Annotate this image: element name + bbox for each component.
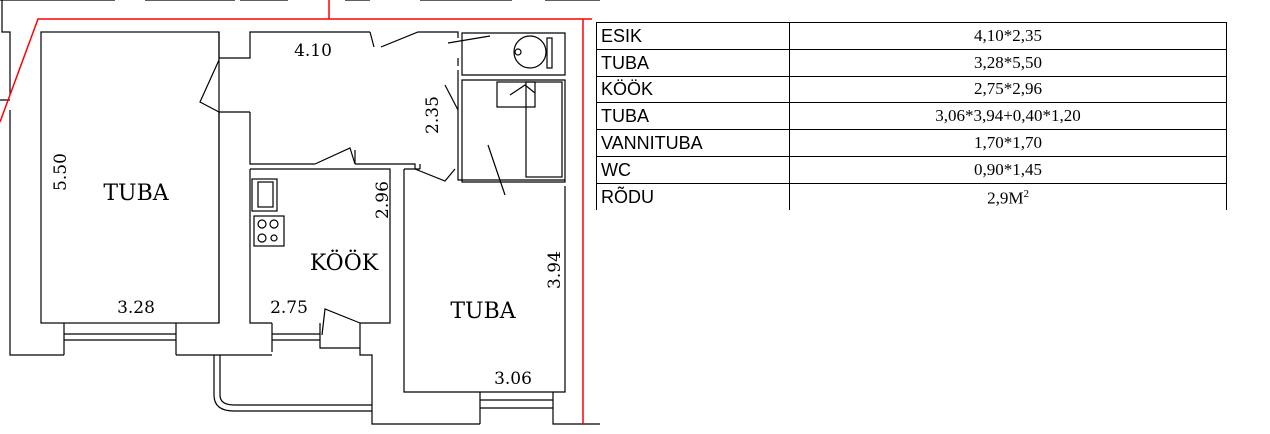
dim-label: 2.35 xyxy=(423,96,443,134)
room-name-cell: RÕDU xyxy=(596,182,790,210)
dim-label: 2.75 xyxy=(270,298,308,318)
table-row: WC 0,90*1,45 xyxy=(596,155,1227,184)
room-size-value: 4,10*2,35 xyxy=(974,25,1042,45)
room-size-value: 2,9M xyxy=(987,189,1024,208)
dim-label: 5.50 xyxy=(51,153,71,191)
table-row: TUBA 3,28*5,50 xyxy=(596,48,1227,77)
room-name-cell: ESIK xyxy=(596,22,790,50)
walls xyxy=(0,0,600,425)
floor-plan: TUBA 5.50 3.28 KÖÖK 2.96 2.75 TUBA 3.94 … xyxy=(0,0,600,425)
dim-label: 3.06 xyxy=(494,369,532,389)
room-size-value: 1,70*1,70 xyxy=(974,133,1042,153)
table-row: VANNITUBA 1,70*1,70 xyxy=(596,129,1227,157)
room-size-cell: 2,9M2 xyxy=(789,182,1227,210)
table-row: ESIK 4,10*2,35 xyxy=(596,22,1227,50)
room-label: KÖÖK xyxy=(310,249,379,276)
dim-label: 4.10 xyxy=(294,41,332,61)
room-name-cell: TUBA xyxy=(596,48,790,77)
room-size-value: 3,28*5,50 xyxy=(974,52,1042,72)
room-size-cell: 3,28*5,50 xyxy=(789,48,1227,77)
room-size-cell: 1,70*1,70 xyxy=(789,129,1227,157)
room-size-cell: 2,75*2,96 xyxy=(789,75,1227,104)
room-size-value: 2,75*2,96 xyxy=(974,79,1042,99)
room-size-cell: 3,06*3,94+0,40*1,20 xyxy=(789,102,1227,131)
dim-label: 2.96 xyxy=(373,181,393,219)
room-size-cell: 0,90*1,45 xyxy=(789,155,1227,184)
room-name-cell: VANNITUBA xyxy=(596,129,790,157)
room-size-value: 3,06*3,94+0,40*1,20 xyxy=(935,106,1081,126)
room-name-cell: TUBA xyxy=(596,102,790,131)
boundary-line xyxy=(0,0,592,424)
labels: TUBA 5.50 3.28 KÖÖK 2.96 2.75 TUBA 3.94 … xyxy=(51,41,565,389)
table-row: TUBA 3,06*3,94+0,40*1,20 xyxy=(596,102,1227,131)
table-row: KÖÖK 2,75*2,96 xyxy=(596,75,1227,104)
room-name-cell: KÖÖK xyxy=(596,75,790,104)
dim-label: 3.94 xyxy=(545,251,565,289)
room-size-cell: 4,10*2,35 xyxy=(789,22,1227,50)
dim-label: 3.28 xyxy=(117,298,155,318)
room-label: TUBA xyxy=(450,299,516,324)
room-name-cell: WC xyxy=(596,155,790,184)
room-label: TUBA xyxy=(103,181,169,206)
superscript: 2 xyxy=(1023,188,1029,201)
room-size-value: 0,90*1,45 xyxy=(974,159,1042,179)
